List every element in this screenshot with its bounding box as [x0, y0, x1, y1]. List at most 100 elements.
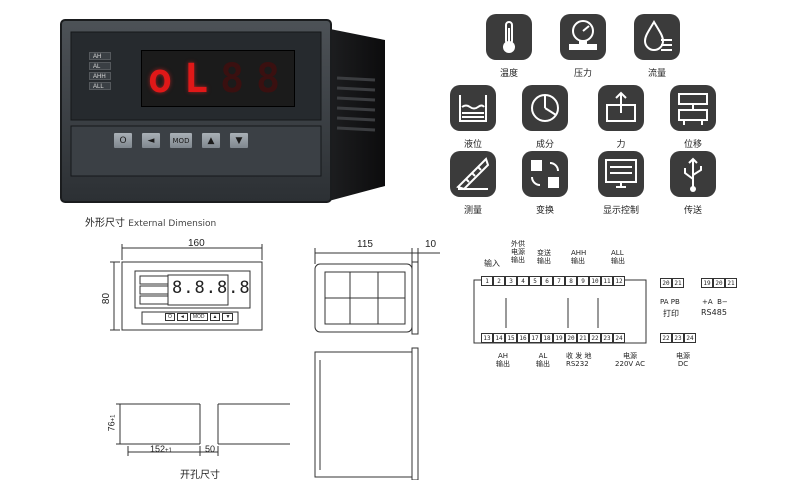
- pressure-gauge-icon: [560, 14, 606, 60]
- dc-terminal-22: 22: [660, 333, 672, 343]
- label-rs232: 收 发 地 RS232: [566, 352, 600, 368]
- front-key-2: ◄: [176, 313, 188, 321]
- key-mod[interactable]: MOD: [169, 132, 193, 149]
- label-ahh-2: 输出: [571, 257, 585, 265]
- liquid-level-icon: [450, 85, 496, 131]
- usb-icon: [670, 151, 716, 197]
- front-view-drawing: [110, 244, 263, 331]
- rs485-label: RS485: [701, 308, 727, 317]
- display-digit-4: 8: [256, 56, 282, 102]
- transform-arrows-icon: [522, 151, 568, 197]
- rs485-terminal-21: 21: [725, 278, 737, 288]
- label-ext-power-3: 输出: [511, 256, 525, 264]
- key-left[interactable]: ◄: [141, 132, 161, 149]
- label-display-control: 显示控制: [602, 206, 639, 216]
- label-displacement: 位移: [683, 140, 702, 150]
- display-control-icon: [598, 151, 644, 197]
- terminal-22: 22: [589, 333, 601, 343]
- print-terminal-21: 21: [672, 278, 684, 288]
- label-ahh-1: AHH: [571, 249, 587, 257]
- terminal-17: 17: [529, 333, 541, 343]
- print-terminal-20: 20: [660, 278, 672, 288]
- label-al-1: AL: [538, 352, 548, 360]
- external-dimension-caption: 外形尺寸 External Dimension: [85, 214, 216, 229]
- label-force: 力: [616, 140, 626, 150]
- label-ah-output: AH 输出: [494, 352, 512, 368]
- rs485-terminal-20: 20: [713, 278, 725, 288]
- label-ah-2: 输出: [496, 360, 510, 368]
- cutout-width-value: 152: [150, 444, 166, 454]
- front-view-display: 8.8.8.8: [172, 278, 251, 298]
- front-key-3: MOD: [189, 313, 208, 321]
- label-transform: 变换: [535, 206, 554, 216]
- label-rs232-2: RS232: [566, 360, 589, 368]
- dim-side-depth: 10: [425, 239, 437, 250]
- terminal-6: 6: [541, 276, 553, 286]
- label-input: 输入: [484, 259, 500, 268]
- displacement-icon: [670, 85, 716, 131]
- terminal-12: 12: [613, 276, 625, 286]
- pie-chart-icon: [522, 85, 568, 131]
- print-terminals: 20 21: [660, 278, 684, 288]
- terminal-15: 15: [505, 333, 517, 343]
- force-icon: [598, 85, 644, 131]
- terminal-24: 24: [613, 333, 625, 343]
- label-transmit-1: 变送: [537, 249, 551, 257]
- bottom-terminal-strip: 13 14 15 16 17 18 19 20 21 22 23 24: [481, 333, 625, 343]
- label-dc-1: 电源: [676, 352, 690, 360]
- label-ac-1: 电源: [623, 352, 637, 360]
- label-transmit-output: 变送 输出: [537, 249, 553, 265]
- label-ac-power: 电源 220V AC: [612, 352, 648, 368]
- flow-icon: [634, 14, 680, 60]
- label-dc-power: 电源 DC: [676, 352, 690, 368]
- terminal-2: 2: [493, 276, 505, 286]
- label-pressure: 压力: [573, 69, 592, 79]
- side-view-drawing: [314, 248, 440, 480]
- thermometer-icon: [486, 14, 532, 60]
- caption-en: External Dimension: [128, 219, 217, 229]
- cutout-drawing: [116, 403, 290, 456]
- controller-photo: o L 8 8 AH AL AHH ALL O ◄ MOD ▲ ▼: [55, 10, 395, 205]
- label-ah-1: AH: [497, 352, 509, 360]
- dim-cutout-gap: 50: [205, 444, 216, 454]
- rs485-terminal-19: 19: [701, 278, 713, 288]
- terminal-4: 4: [517, 276, 529, 286]
- label-measure: 测量: [463, 206, 482, 216]
- cutout-height-value: 76: [106, 421, 117, 432]
- label-ac-2: 220V AC: [615, 360, 645, 368]
- terminal-18: 18: [541, 333, 553, 343]
- dim-side-width: 115: [357, 239, 373, 250]
- key-enter[interactable]: O: [113, 132, 133, 149]
- label-dc-2: DC: [677, 360, 689, 368]
- front-key-1: O: [165, 313, 175, 321]
- terminal-9: 9: [577, 276, 589, 286]
- terminal-23: 23: [601, 333, 613, 343]
- label-transmit: 传送: [683, 206, 702, 216]
- ruler-icon: [450, 151, 496, 197]
- label-flow: 流量: [647, 69, 666, 79]
- dc-terminals: 22 23 24: [660, 333, 696, 343]
- label-al-output: AL 输出: [534, 352, 552, 368]
- terminal-3: 3: [505, 276, 517, 286]
- terminal-11: 11: [601, 276, 613, 286]
- label-all-output: ALL 输出: [611, 249, 629, 265]
- key-up[interactable]: ▲: [201, 132, 221, 149]
- terminal-16: 16: [517, 333, 529, 343]
- terminal-10: 10: [589, 276, 601, 286]
- indicator-ah: AH: [89, 52, 111, 60]
- controller-housing: [60, 19, 385, 203]
- terminal-5: 5: [529, 276, 541, 286]
- label-all-1: ALL: [611, 249, 624, 257]
- indicator-al: AL: [89, 62, 111, 70]
- dc-terminal-24: 24: [684, 333, 696, 343]
- display-digit-2: L: [184, 56, 210, 102]
- key-down[interactable]: ▼: [229, 132, 249, 149]
- front-key-4: ▲: [209, 313, 221, 321]
- rs485-pins: +A B−: [702, 298, 728, 306]
- dim-cutout-width: 152+1: [150, 444, 172, 454]
- caption-cn: 外形尺寸: [85, 218, 125, 229]
- label-transmit-2: 输出: [537, 257, 551, 265]
- dim-front-width: 160: [188, 238, 205, 249]
- terminal-20: 20: [565, 333, 577, 343]
- label-liquid-level: 液位: [463, 140, 482, 150]
